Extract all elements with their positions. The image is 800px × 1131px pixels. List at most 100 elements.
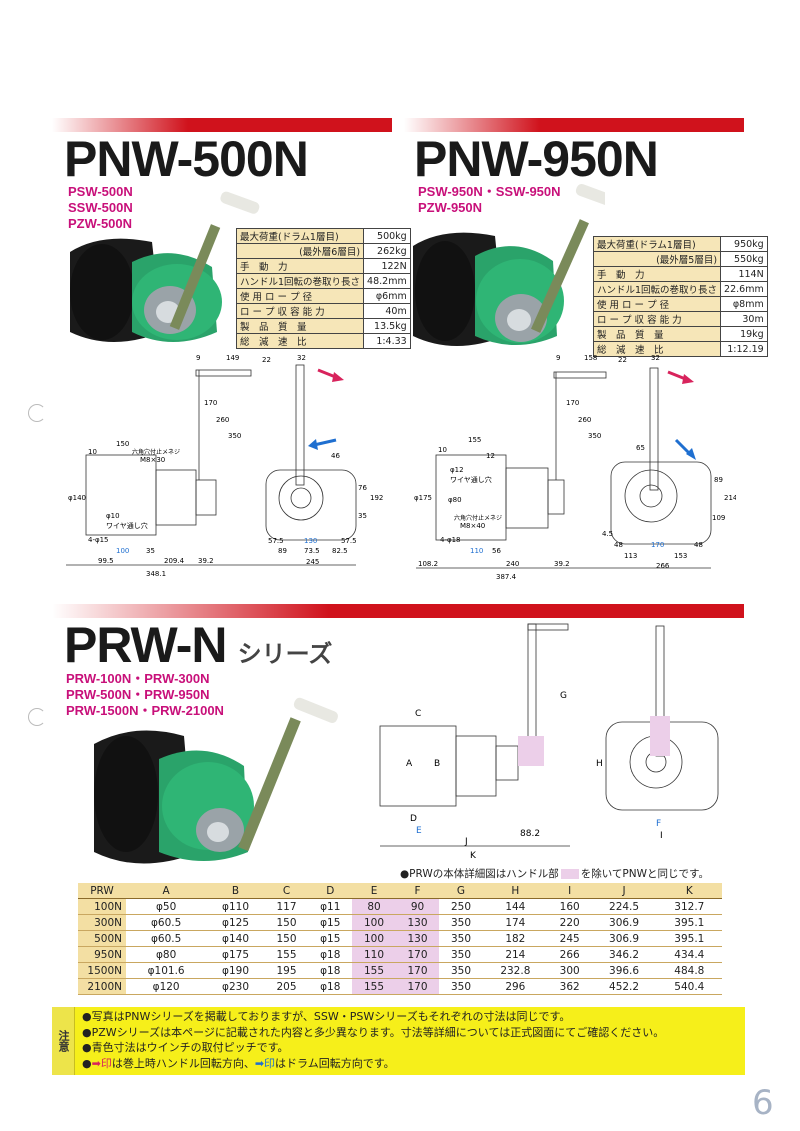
dim-label: 六角穴付止メネジ <box>454 514 502 522</box>
table-cell: φ60.5 <box>126 930 207 947</box>
table-cell: 150 <box>264 930 309 947</box>
spec-label: 総 減 速 比 <box>235 333 365 349</box>
dim-label: F <box>656 819 661 829</box>
table-cell: 170 <box>395 946 440 963</box>
dim-label: φ10 <box>106 512 120 520</box>
table-cell: 155 <box>352 978 396 995</box>
table-cell: 160 <box>547 898 592 915</box>
dim-label: ワイヤ通し穴 <box>106 521 148 530</box>
dim-label: 57.5 <box>341 537 357 545</box>
model-variants: PSW-950N・SSW-950N PZW-950N <box>418 184 561 216</box>
dim-label: 266 <box>656 562 670 570</box>
note-item: ●➡印は巻上時ハンドル回転方向、➡印はドラム回転方向です。 <box>82 1056 664 1072</box>
table-cell: 232.8 <box>482 962 548 979</box>
table-cell: 434.4 <box>656 946 722 963</box>
table-cell: φ60.5 <box>126 914 207 931</box>
dim-label: 149 <box>226 354 239 362</box>
spec-label: 総 減 速 比 <box>592 341 722 357</box>
dim-label: I <box>660 831 663 841</box>
col-header: A <box>126 883 207 899</box>
table-cell: 395.1 <box>656 930 722 947</box>
dim-label: 10 <box>88 448 97 456</box>
dim-label: 88.2 <box>520 829 540 839</box>
dim-label: 73.5 <box>304 547 320 555</box>
table-row: 1500N φ101.6 φ190 195 φ18 155 170 350 23… <box>78 962 722 979</box>
spec-label: 最大荷重(ドラム1層目) <box>235 228 365 244</box>
table-cell: φ50 <box>126 898 207 915</box>
spec-label: ハンドル1回転の巻取り長さ <box>592 281 722 297</box>
dim-label: φ80 <box>448 496 462 504</box>
col-header: K <box>656 883 722 899</box>
spec-label: (最外層5層目) <box>592 251 722 267</box>
dimension-drawing: C A B D E J 88.2 K G H F I <box>379 623 719 861</box>
series-label: シリーズ <box>237 640 333 668</box>
table-cell: 117 <box>264 898 309 915</box>
section-bar <box>52 604 744 618</box>
col-header: D <box>308 883 353 899</box>
table-cell: 350 <box>439 962 483 979</box>
table-cell: 2100N <box>78 978 126 995</box>
spec-label: 使 用 ロ ー プ 径 <box>235 288 365 304</box>
dimension-drawing: 9 158 22 32 170 260 350 155 10 φ12 φ175 … <box>414 354 736 581</box>
col-header: F <box>395 883 440 899</box>
dim-label: 170 <box>651 541 664 549</box>
dim-label: φ175 <box>414 494 432 502</box>
table-cell: 300 <box>547 962 592 979</box>
dim-label: J <box>464 837 468 847</box>
table-cell: 350 <box>439 914 483 931</box>
dim-label: 12 <box>486 452 495 460</box>
table-cell: 100 <box>352 914 396 931</box>
spec-value: 114N <box>720 266 768 282</box>
dim-label: 130 <box>304 537 317 545</box>
table-cell: φ15 <box>308 930 353 947</box>
dim-label: 35 <box>358 512 367 520</box>
table-cell: 350 <box>439 946 483 963</box>
dim-label: φ140 <box>68 494 86 502</box>
hole-punch <box>28 404 46 422</box>
spec-value: 500kg <box>363 228 411 244</box>
variant-label: PZW-950N <box>418 200 483 215</box>
table-cell: 306.9 <box>591 914 657 931</box>
spec-label: ロ ー プ 収 容 能 力 <box>235 303 365 319</box>
table-cell: 362 <box>547 978 592 995</box>
table-cell: 306.9 <box>591 930 657 947</box>
spec-label: (最外層6層目) <box>235 243 365 259</box>
dim-label: 4.5 <box>602 530 613 538</box>
table-cell: 250 <box>439 898 483 915</box>
model-title: PNW-500N <box>64 131 309 187</box>
dim-label: C <box>415 709 421 719</box>
spec-label: 製 品 質 量 <box>592 326 722 342</box>
dim-label: 32 <box>651 354 660 362</box>
table-cell: φ175 <box>206 946 265 963</box>
table-cell: φ18 <box>308 962 353 979</box>
dim-label: 240 <box>506 560 519 568</box>
dim-label: D <box>410 814 417 824</box>
spec-value: φ6mm <box>363 288 411 304</box>
spec-value: 550kg <box>720 251 768 267</box>
table-cell: 312.7 <box>656 898 722 915</box>
spec-label: ロ ー プ 収 容 能 力 <box>592 311 722 327</box>
table-cell: 1500N <box>78 962 126 979</box>
dim-label: H <box>596 759 603 769</box>
table-cell: 155 <box>352 962 396 979</box>
dim-label: A <box>406 759 413 769</box>
note-item: ●写真はPNWシリーズを掲載しておりますが、SSW・PSWシリーズもそれぞれの寸… <box>82 1010 571 1023</box>
model-title: PNW-950N <box>414 131 659 187</box>
table-cell: 950N <box>78 946 126 963</box>
table-cell: φ230 <box>206 978 265 995</box>
dim-label: 10 <box>438 446 447 454</box>
col-header: E <box>352 883 396 899</box>
table-cell: 195 <box>264 962 309 979</box>
bullet: ● <box>82 1056 92 1070</box>
model-variants: PSW-500N SSW-500N PZW-500N <box>68 184 133 232</box>
dim-label: M8×30 <box>140 456 165 464</box>
table-cell: φ120 <box>126 978 207 995</box>
hole-punch <box>28 708 46 726</box>
table-cell: 90 <box>395 898 440 915</box>
dim-label: 350 <box>588 432 601 440</box>
prw-dimension-table: PRW A B C D E F G H I J K 100N φ50 φ110 … <box>78 883 722 995</box>
note-item: ●PZWシリーズは本ページに記載された内容と多少異なります。寸法等詳細については… <box>82 1025 665 1039</box>
table-cell: φ101.6 <box>126 962 207 979</box>
prw-note: ●PRWの本体詳細図はハンドル部を除いてPNWと同じです。 <box>400 866 709 881</box>
spec-label: 製 品 質 量 <box>235 318 365 334</box>
